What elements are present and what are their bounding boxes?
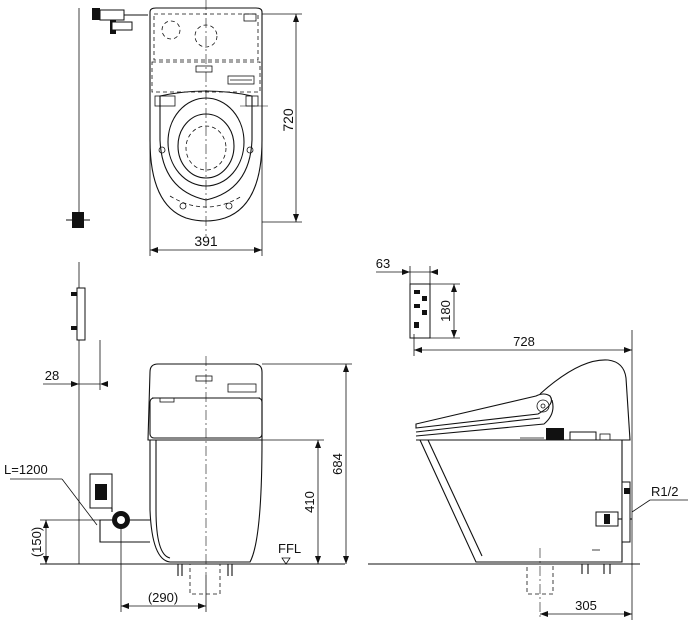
- pipe-height-dim: (150): [29, 527, 44, 557]
- pipe-length-label: L=1200: [4, 462, 48, 477]
- floor-level-label: FFL: [278, 541, 301, 556]
- side-drain-dim: 305: [575, 598, 597, 613]
- drain-offset-dim: (290): [148, 590, 178, 605]
- side-depth-dim: 728: [513, 334, 535, 349]
- wall-offset-dim: 28: [45, 368, 59, 383]
- bracket-height-dim: 180: [438, 300, 453, 322]
- bracket-width-dim: 63: [376, 256, 390, 271]
- side-view: 63 180 728: [368, 256, 688, 620]
- front-view: 28 L=1200 (150): [4, 262, 352, 612]
- top-view: 720 391: [66, 0, 302, 256]
- thread-size-label: R1/2: [651, 484, 678, 499]
- supply-height-dim: 410: [302, 491, 317, 513]
- top-depth-dim: 720: [280, 108, 296, 132]
- top-width-dim: 391: [194, 233, 218, 249]
- front-height-dim: 684: [330, 453, 345, 475]
